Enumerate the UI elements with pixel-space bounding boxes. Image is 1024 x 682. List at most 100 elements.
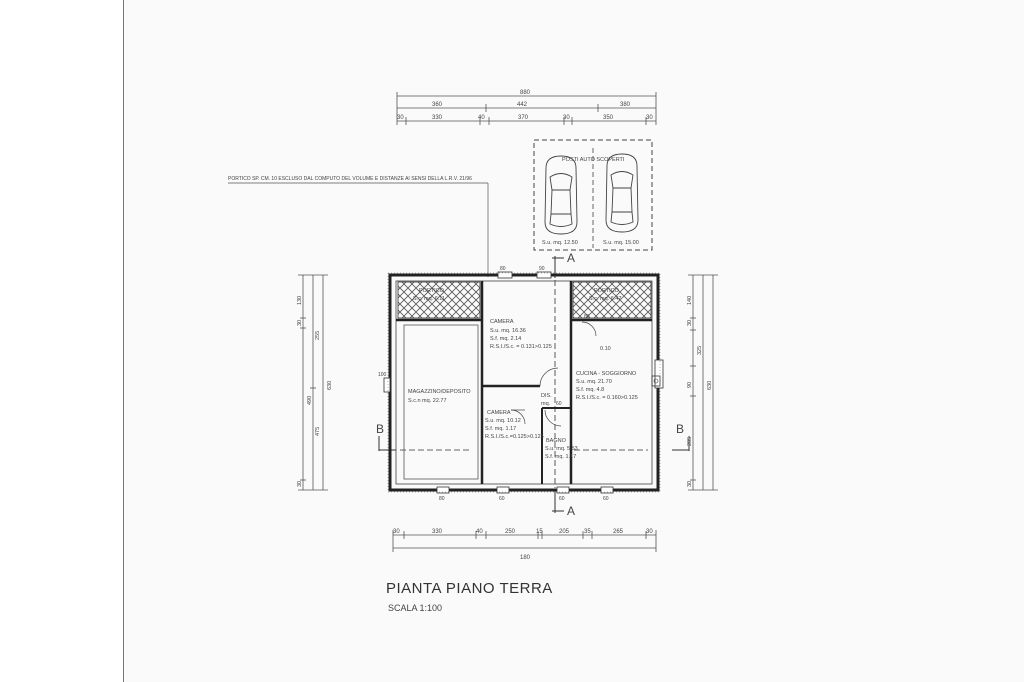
magazzino-name: MAGAZZINO/DEPOSITO [408, 389, 471, 395]
opening-width: 60 [559, 496, 565, 502]
portico-right-area: S.c. mq. 6.47 [589, 296, 621, 302]
window-label: 0.10 [600, 346, 611, 352]
scan-margin [0, 0, 123, 682]
dis-area: mq. [541, 401, 551, 407]
drawing-sheet [123, 0, 1024, 682]
room-labels: PORTICO S.c. mq. 6.11 PORTICO S.c. mq. 6… [408, 288, 638, 460]
portico-note-text: PORTICO SP. CM. 10 ESCLUSO DAL COMPUTO D… [228, 176, 472, 182]
section-b-label-right: B [676, 422, 684, 436]
magazzino-inner [403, 324, 479, 480]
bottom-dimensions [392, 530, 657, 552]
top-dimension-labels: 880 360 442 380 30 330 40 370 30 350 30 [397, 90, 653, 121]
camera2-name: CAMERA [487, 410, 511, 416]
parking-spot-area: S.u. mq. 12.50 [542, 240, 578, 246]
portico-right-name: PORTICO [594, 288, 620, 294]
magazzino-area: S.c.n mq. 22.77 [408, 398, 447, 404]
cucina-line: R.S.I./S.c. = 0.160>0.125 [576, 395, 638, 401]
plan-title: PIANTA PIANO TERRA [386, 580, 553, 597]
portico-right-hatch [572, 281, 652, 319]
section-b-label-left: B [376, 422, 384, 436]
building-walls [383, 271, 664, 494]
dim-top-mid: 442 [517, 102, 528, 108]
opening-width: 80 [500, 266, 506, 272]
dim-right-detail: 140 [687, 296, 693, 305]
top-dimensions [396, 92, 657, 125]
dim-top-detail: 30 [397, 115, 404, 121]
dis-name: DIS. [541, 393, 552, 399]
dim-top-detail: 40 [478, 115, 485, 121]
opening-labels: 80 90 80 100 60 60 60 60 80 [378, 266, 609, 502]
cucina-line: S.f. mq. 4.8 [576, 387, 604, 393]
dim-bottom-detail: 265 [613, 529, 624, 535]
dim-bottom-detail: 40 [476, 529, 483, 535]
camera1-line: S.u. mq. 16.36 [490, 328, 526, 334]
camera1-line: S.f. mq. 2.14 [490, 336, 521, 342]
parking-area: POSTI AUTO SCOPERTI S.u. mq. 12.50 S.u. … [533, 139, 653, 251]
opening-width: 100 [378, 372, 387, 378]
camera1-name: CAMERA [490, 319, 514, 325]
bottom-dimension-labels: 30 330 40 250 15 205 35 265 30 180 [393, 529, 653, 561]
dim-bottom-detail: 30 [393, 529, 400, 535]
dim-bottom-detail: 250 [505, 529, 516, 535]
dim-left-detail: 490 [307, 396, 313, 405]
dim-left-detail: 475 [315, 427, 321, 436]
dim-bottom-total: 180 [520, 555, 531, 561]
left-dimension-labels: 630 130 30 255 490 475 30 [297, 296, 333, 487]
bagno-line: S.u. mq. 5.53 [545, 446, 578, 452]
portico-left-hatch [397, 281, 481, 319]
dim-right-detail: 325 [697, 346, 703, 355]
car-right-icon [605, 153, 639, 233]
section-a-label-top: A [567, 251, 575, 265]
dim-left-detail: 255 [315, 331, 321, 340]
parking-spot-area: S.u. mq. 15.00 [603, 240, 639, 246]
cucina-line: S.u. mq. 21.70 [576, 379, 612, 385]
camera2-line: S.f. mq. 1.17 [485, 426, 516, 432]
camera2-line: S.u. mq. 10.12 [485, 418, 521, 424]
dim-bottom-detail: 330 [432, 529, 443, 535]
bagno-line: S.f. mq. 1.17 [545, 454, 576, 460]
dim-left-total: 630 [327, 381, 333, 390]
dim-right-total: 630 [707, 381, 713, 390]
dim-bottom-detail: 15 [536, 529, 543, 535]
plan-scale: SCALA 1:100 [388, 603, 443, 613]
section-a-markers [552, 256, 564, 513]
dim-top-detail: 30 [563, 115, 570, 121]
camera2-line: R.S.I./S.c.=0.125>0.125 [485, 434, 544, 440]
section-a-label-bottom: A [567, 504, 575, 518]
dim-top-detail: 370 [518, 115, 529, 121]
left-dimensions [298, 274, 328, 491]
dim-left-detail: 30 [297, 320, 303, 326]
opening-width: 60 [603, 496, 609, 502]
dim-right-detail: 285 [687, 437, 693, 446]
opening-width: 80 [584, 314, 590, 320]
dim-left-detail: 30 [297, 481, 303, 487]
dim-right-detail: 90 [687, 382, 693, 388]
cucina-name: CUCINA - SOGGIORNO [576, 371, 637, 377]
dim-right-detail: 30 [687, 320, 693, 326]
car-left-icon [544, 155, 578, 235]
portico-note: PORTICO SP. CM. 10 ESCLUSO DAL COMPUTO D… [228, 176, 489, 277]
dim-top-mid: 360 [432, 102, 443, 108]
dim-top-detail: 330 [432, 115, 443, 121]
bagno-name: BAGNO [546, 438, 567, 444]
dim-top-mid: 380 [620, 102, 631, 108]
right-dimension-labels: 630 140 30 325 90 285 30 [687, 296, 713, 487]
dim-bottom-detail: 35 [584, 529, 591, 535]
dim-left-detail: 130 [297, 296, 303, 305]
parking-label: POSTI AUTO SCOPERTI [562, 157, 625, 163]
right-dimensions [688, 274, 718, 491]
dim-top-total: 880 [520, 90, 531, 96]
camera1-line: R.S.I./S.c. = 0.131>0.125 [490, 344, 552, 350]
opening-width: 80 [439, 496, 445, 502]
opening-width: 90 [539, 266, 545, 272]
dim-top-detail: 30 [646, 115, 653, 121]
portico-left-name: PORTICO [419, 288, 445, 294]
opening-width: 60 [499, 496, 505, 502]
dim-bottom-detail: 30 [646, 529, 653, 535]
dim-bottom-detail: 205 [559, 529, 570, 535]
dim-right-detail: 30 [687, 481, 693, 487]
section-b-markers [378, 436, 690, 451]
opening-width: 60 [556, 401, 562, 407]
